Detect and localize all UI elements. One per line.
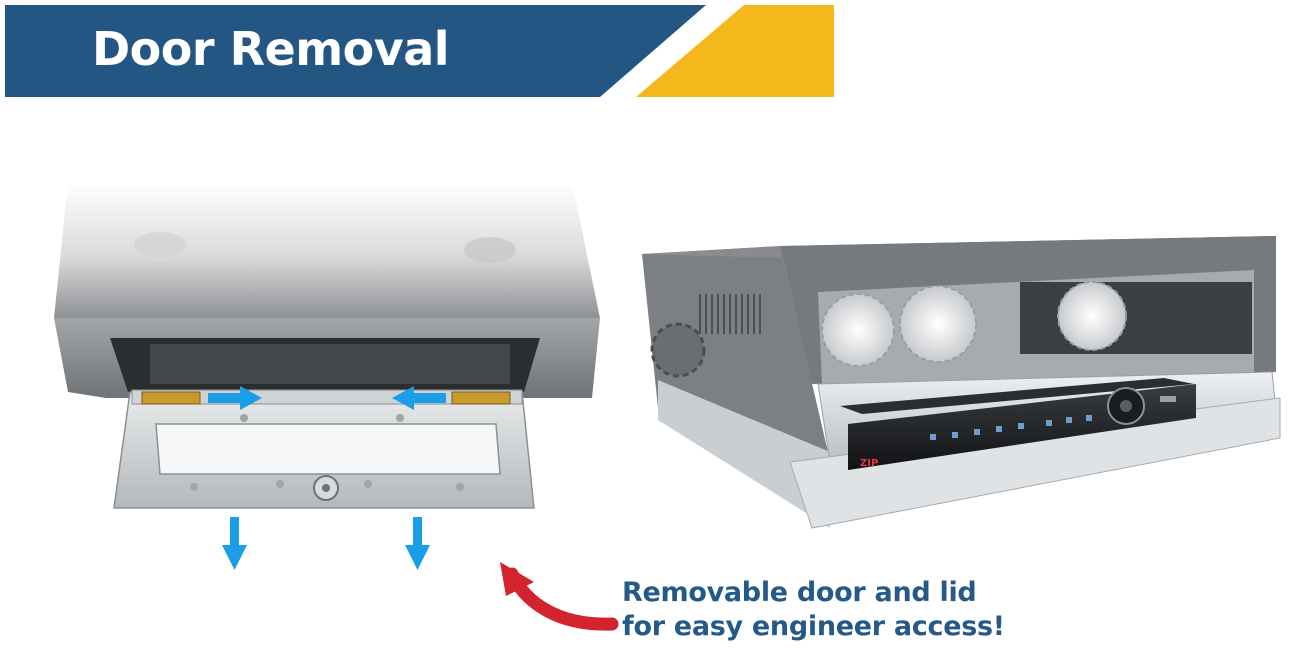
side-fan-vent [650,322,706,378]
hinge-spring [141,391,201,405]
banner-band [5,5,706,97]
dvr-usb-port [1160,396,1176,402]
dvr-enclosure-with-recorder-photo: ZIP [642,236,1281,529]
door-lock-key [322,484,330,492]
door-screw [456,483,464,491]
enclosure-lid [54,182,600,318]
dvr-front-buttons [930,415,1092,440]
dvr-control-center [1120,400,1132,412]
banner-accent-stripe [636,5,834,97]
title-banner [5,5,834,97]
hinge-spring [451,391,511,405]
lid-foot [464,237,516,263]
left-arrow-icon [392,386,446,410]
callout-caption: Removable door and lid for easy engineer… [622,576,1042,644]
door-screw [364,480,372,488]
enclosure-base [658,380,830,528]
page-title: Door Removal [92,22,450,76]
right-arrow-icon [208,386,262,410]
fan-vent [899,285,977,363]
door-screw [240,414,248,422]
dvr-recorder-top [840,378,1194,414]
callout-line-2: for easy engineer access! [622,611,1005,642]
lid-foot [134,232,186,258]
curved-arrow-icon [500,562,619,631]
fan-vent [1057,281,1127,351]
door-screw [190,483,198,491]
door-window [155,423,501,475]
fan-vent [821,293,895,367]
down-arrow-icon [222,517,247,570]
interior-panel [150,344,510,384]
dvr-enclosure-door-open-photo [54,182,600,570]
side-vent-slots [699,294,761,334]
door-screw [276,480,284,488]
door-screw [396,414,404,422]
down-arrow-icon [405,517,430,570]
callout-line-1: Removable door and lid [622,577,977,608]
dvr-brand-logo: ZIP [860,458,878,469]
interior-back-panel [1020,282,1252,354]
